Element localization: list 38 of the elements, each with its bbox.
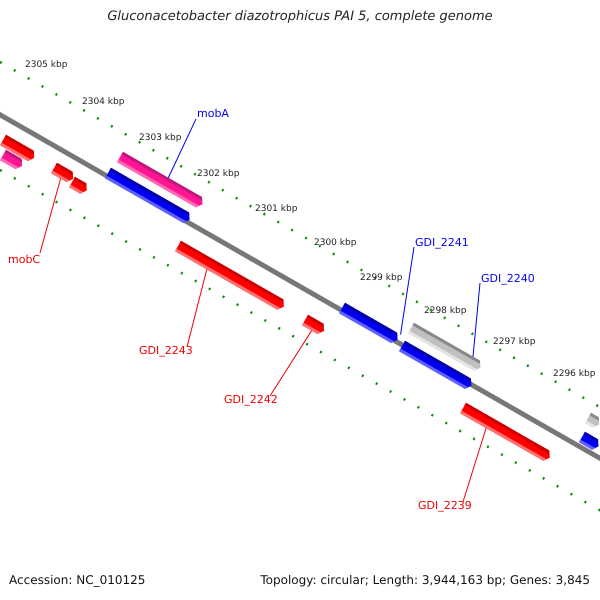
leader-line (270, 330, 312, 396)
scale-label: 2299 kbp (360, 273, 402, 284)
scale-label: 2303 kbp (139, 133, 182, 144)
scale-label: 2301 kbp (255, 204, 298, 214)
title: Gluconacetobacter diazotrophicus PAI 5, complete genome (106, 10, 494, 25)
gene-label: GDI_2243 (139, 345, 193, 358)
leader-line (472, 282, 480, 358)
leader-line (40, 178, 62, 254)
leader-line (400, 246, 414, 336)
leader-line (168, 118, 196, 178)
scale-label: 2297 kbp (493, 337, 536, 348)
gene-bar (105, 168, 190, 223)
gene-label: mobC (8, 254, 40, 267)
scale-label: 2296 kbp (553, 369, 596, 380)
gene-bar (302, 314, 324, 334)
leader-line (462, 428, 487, 502)
scale-label: 2304 kbp (82, 97, 124, 108)
gene-label: GDI_2239 (418, 500, 472, 513)
scale-label: 2300 kbp (314, 238, 356, 248)
gene-bar (399, 340, 472, 389)
gene-bar (69, 176, 87, 194)
gene-bar (579, 432, 598, 450)
genome-info-text: Topology: circular; Length: 3,944,163 bp; Genes: 3,845 (260, 574, 590, 588)
gene-label: GDI_2240 (481, 273, 535, 286)
gene-bar (51, 162, 74, 182)
gene-label: mobA (197, 108, 229, 121)
gene-bar (339, 302, 398, 343)
scale-label: 2302 kbp (197, 169, 240, 180)
accession-text: Accession: NC_010125 (9, 574, 146, 588)
gene-bar (0, 150, 22, 170)
gene-bar (585, 412, 600, 428)
scale-label: 2305 kbp (25, 60, 68, 70)
gene-label: GDI_2241 (415, 237, 469, 250)
gene-label: GDI_2242 (224, 394, 278, 407)
scale-label: 2298 kbp (424, 306, 466, 316)
gene-bar (460, 402, 550, 461)
leader-line (186, 268, 208, 348)
gene-bar (175, 240, 284, 310)
